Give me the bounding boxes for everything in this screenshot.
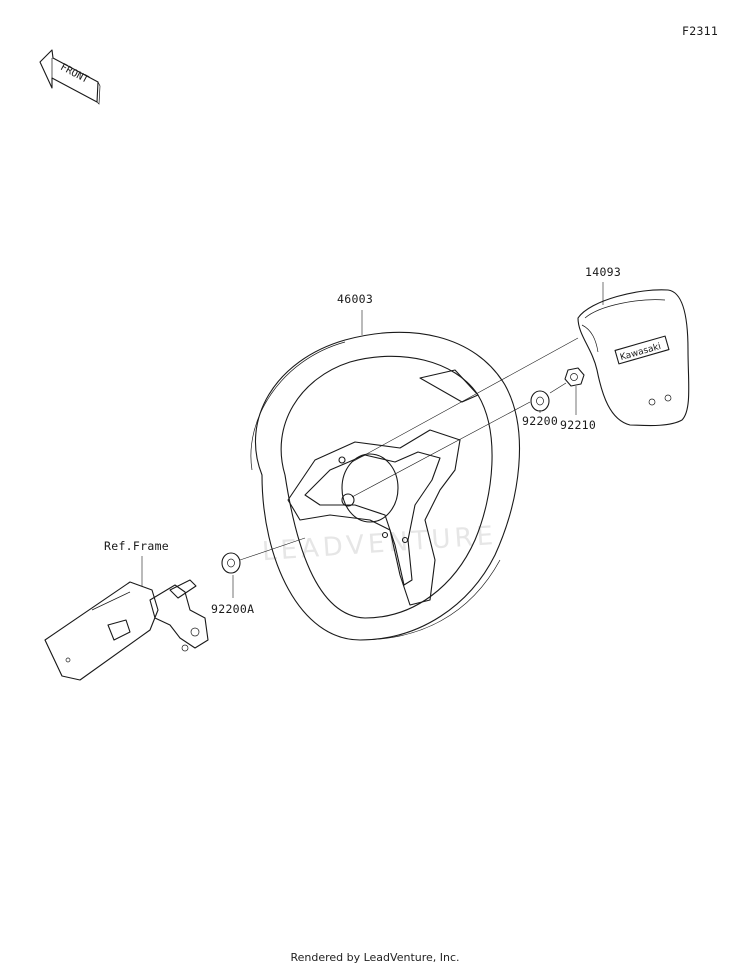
- part-label-92200A: 92200A: [211, 602, 255, 616]
- front-arrow-icon: FRONT: [39, 49, 101, 105]
- washer-92200A: [221, 552, 241, 574]
- figure-code: F2311: [682, 24, 719, 38]
- nut-92210: [564, 367, 585, 387]
- front-arrow-label: FRONT: [58, 62, 90, 86]
- part-label-14093: 14093: [585, 265, 622, 279]
- footer-credit: Rendered by LeadVenture, Inc.: [290, 951, 460, 964]
- part-label-ref-frame: Ref.Frame: [104, 539, 170, 553]
- center-cover: Kawasaki: [577, 289, 690, 427]
- part-label-92210: 92210: [560, 418, 597, 432]
- watermark: LEADVENTURE: [261, 521, 498, 567]
- steering-wheel: [250, 331, 520, 641]
- leader-lines: [141, 282, 604, 598]
- steering-column: [44, 579, 209, 681]
- cover-logo: Kawasaki: [619, 342, 662, 363]
- part-label-46003: 46003: [337, 292, 374, 306]
- washer-92200: [530, 390, 550, 412]
- part-label-92200: 92200: [522, 414, 559, 428]
